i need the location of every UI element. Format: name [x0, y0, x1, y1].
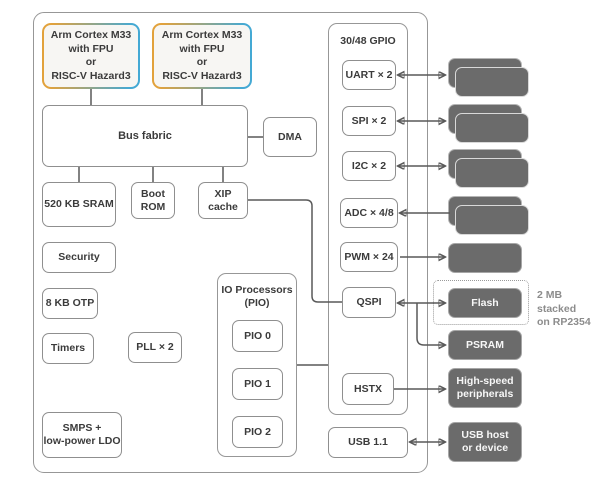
pwm: PWM × 24 [340, 242, 398, 272]
spi: SPI × 2 [342, 106, 396, 136]
otp: 8 KB OTP [42, 288, 98, 319]
pll: PLL × 2 [128, 332, 182, 363]
i2c-peripheral-stack [448, 149, 530, 189]
spi-peripheral-stack [448, 104, 530, 144]
usb-host-device: USB host or device [448, 422, 522, 462]
stack-front-box [455, 113, 529, 143]
pio-1: PIO 1 [232, 368, 283, 400]
psram: PSRAM [448, 330, 522, 360]
flash-note: 2 MB stacked on RP2354 [537, 289, 591, 328]
boot-rom: Boot ROM [131, 182, 175, 219]
pio-header: IO Processors (PIO) [221, 284, 293, 309]
xip-cache: XIP cache [198, 182, 248, 219]
qspi: QSPI [342, 287, 396, 318]
pio-0: PIO 0 [232, 320, 283, 352]
stack-front-box [455, 205, 529, 235]
security: Security [42, 242, 116, 273]
stack-front-box [455, 158, 529, 188]
uart: UART × 2 [342, 60, 396, 90]
timers: Timers [42, 333, 94, 364]
cpu-core-1-label: Arm Cortex M33 with FPU or RISC-V Hazard… [154, 25, 250, 87]
smps-ldo: SMPS + low-power LDO [42, 412, 122, 458]
cpu-core-0: Arm Cortex M33 with FPU or RISC-V Hazard… [42, 23, 140, 89]
high-speed-peripherals: High-speed peripherals [448, 368, 522, 408]
adc-peripheral-stack [448, 196, 530, 236]
cpu-core-0-label: Arm Cortex M33 with FPU or RISC-V Hazard… [44, 25, 138, 87]
uart-peripheral-stack [448, 58, 530, 98]
chip-boundary [33, 12, 428, 473]
usb-controller: USB 1.1 [328, 427, 408, 458]
flash: Flash [448, 288, 522, 318]
dma: DMA [263, 117, 317, 157]
stack-front-box [455, 67, 529, 97]
i2c: I2C × 2 [342, 151, 396, 181]
cpu-core-1: Arm Cortex M33 with FPU or RISC-V Hazard… [152, 23, 252, 89]
hstx: HSTX [342, 373, 394, 405]
gpio-header: 30/48 GPIO [340, 35, 396, 47]
adc: ADC × 4/8 [340, 198, 398, 228]
pwm-peripheral-box [448, 243, 522, 273]
bus-fabric: Bus fabric [42, 105, 248, 167]
sram: 520 KB SRAM [42, 182, 116, 227]
pio-2: PIO 2 [232, 416, 283, 448]
